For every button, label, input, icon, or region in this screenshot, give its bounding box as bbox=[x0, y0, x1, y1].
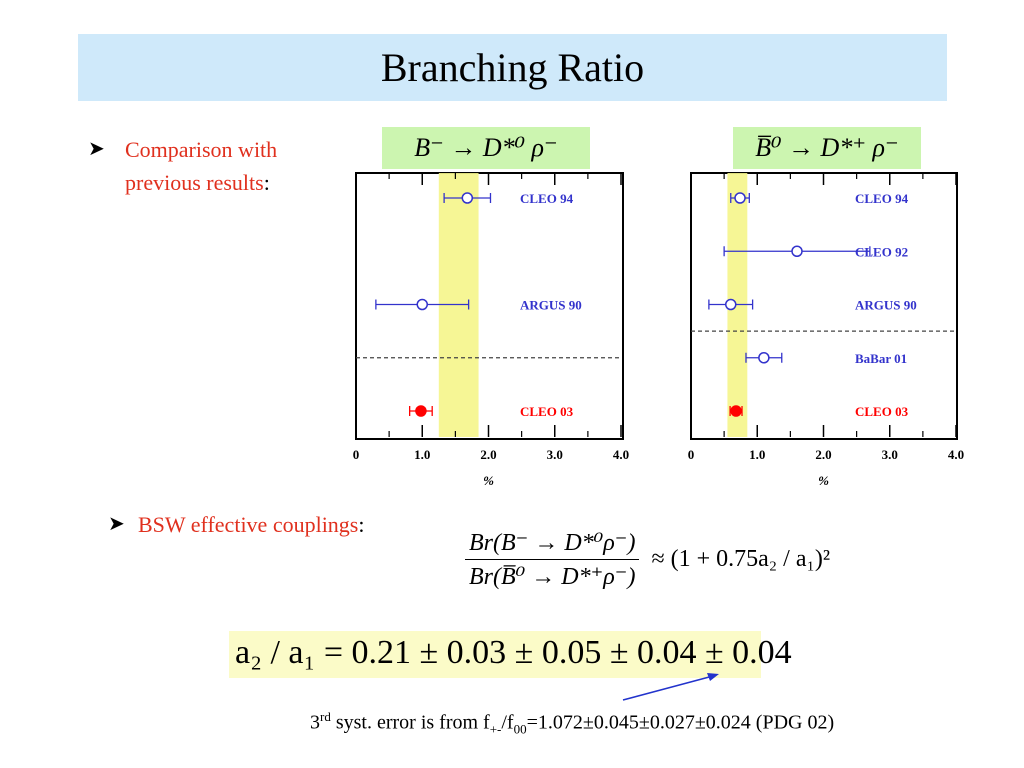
tick-label: 4.0 bbox=[613, 447, 629, 462]
data-point bbox=[791, 245, 803, 257]
right-chart-formula: B̅⁰ → D*⁺ ρ⁻ bbox=[733, 127, 921, 169]
pointer-arrow-icon bbox=[622, 673, 719, 701]
left-chart-formula: B⁻ → D*⁰ ρ⁻ bbox=[382, 127, 590, 169]
point-label: BaBar 01 bbox=[855, 351, 907, 366]
tick-label: 2.0 bbox=[480, 447, 496, 462]
data-point bbox=[461, 192, 474, 204]
point-label: CLEO 92 bbox=[855, 244, 908, 259]
left-chart: CLEO 94 ARGUS 90 CLEO 03 0 1.0 2.0 3.0 4.0% bbox=[353, 173, 629, 488]
x-axis-label: % bbox=[818, 473, 829, 488]
bullet-comparison-line2: previous results bbox=[125, 170, 264, 195]
tick-label: 0 bbox=[353, 447, 360, 462]
bullet-comparison-colon: : bbox=[263, 170, 270, 195]
footnote-sub1: +- bbox=[489, 721, 502, 737]
data-point bbox=[734, 192, 746, 204]
data-point bbox=[730, 405, 742, 417]
left-chart-panel bbox=[355, 172, 624, 440]
footnote-slash: /f bbox=[501, 711, 514, 734]
right-chart: CLEO 94 CLEO 92 ARGUS 90 BaBar 01 CLEO 03 0 1.… bbox=[688, 173, 964, 488]
footnote-pre: 3 bbox=[310, 711, 320, 734]
data-point bbox=[758, 352, 770, 364]
ratio-denominator: Br(B̅⁰ → D*⁺ρ⁻) bbox=[469, 564, 636, 590]
bullet-arrow-icon: ➤ bbox=[88, 138, 105, 160]
footnote-sub2: 00 bbox=[513, 721, 527, 737]
point-label: ARGUS 90 bbox=[855, 298, 917, 313]
bullet-bsw-text: BSW effective couplings bbox=[138, 512, 359, 537]
tick-label: 0 bbox=[688, 447, 695, 462]
ratio-rhs: ≈ (1 + 0.75a₂ / a₁)² bbox=[651, 546, 831, 572]
footnote: 3rd syst. error is from f+-/f00=1.072±0.… bbox=[310, 709, 834, 738]
tick-label: 1.0 bbox=[749, 447, 765, 462]
data-point bbox=[415, 405, 427, 417]
bullet-comparison-line1: Comparison with bbox=[125, 137, 278, 162]
ratio-formula: Br(B⁻ → D*⁰ρ⁻) Br(B̅⁰ → D*⁺ρ⁻) ≈ (1 + 0.… bbox=[465, 528, 830, 591]
tick-label: 3.0 bbox=[547, 447, 563, 462]
tick-label: 2.0 bbox=[815, 447, 831, 462]
tick-label: 3.0 bbox=[882, 447, 898, 462]
footnote-mid: syst. error is from f bbox=[330, 711, 490, 734]
final-result-box: a₂ / a₁ = 0.21 ± 0.03 ± 0.05 ± 0.04 ± 0.… bbox=[229, 631, 792, 678]
title-bar: Branching Ratio bbox=[78, 34, 947, 101]
point-label: CLEO 03 bbox=[520, 404, 574, 419]
tick-label: 1.0 bbox=[414, 447, 430, 462]
point-label: CLEO 94 bbox=[855, 191, 909, 206]
bullet-bsw-colon: : bbox=[358, 512, 365, 537]
ratio-numerator: Br(B⁻ → D*⁰ρ⁻) bbox=[469, 530, 636, 556]
point-label: CLEO 03 bbox=[855, 404, 909, 419]
tick-label: 4.0 bbox=[948, 447, 964, 462]
footnote-sup: rd bbox=[320, 709, 331, 724]
bullet-arrow-icon: ➤ bbox=[108, 513, 125, 535]
point-label: CLEO 94 bbox=[520, 191, 574, 206]
data-point bbox=[416, 298, 428, 311]
point-label: ARGUS 90 bbox=[520, 298, 582, 313]
x-axis-label: % bbox=[483, 473, 494, 488]
data-point bbox=[725, 298, 737, 311]
footnote-post: =1.072±0.045±0.027±0.024 (PDG 02) bbox=[526, 711, 835, 734]
final-result: a₂ / a₁ = 0.21 ± 0.03 ± 0.05 ± 0.04 ± 0.… bbox=[235, 634, 792, 671]
page-title: Branching Ratio bbox=[380, 45, 645, 90]
